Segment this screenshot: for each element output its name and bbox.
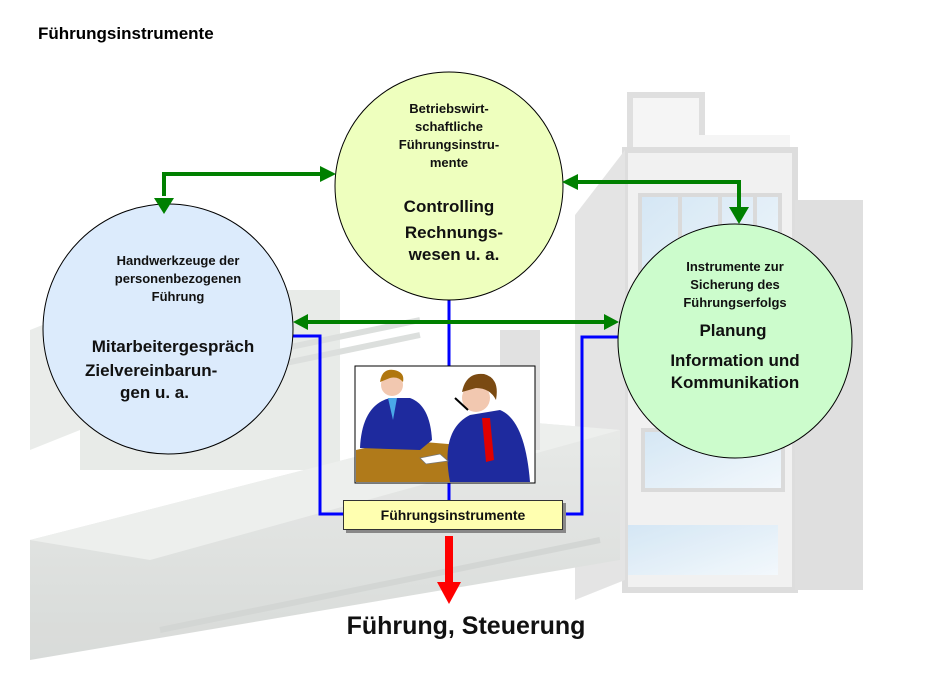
personal-heading-line: Handwerkzeuge der bbox=[116, 253, 240, 268]
circle-success-text: Instrumente zur Sicherung des Führungser… bbox=[630, 258, 840, 394]
arrowhead-down-left bbox=[154, 198, 174, 214]
success-heading-line: Sicherung des bbox=[690, 277, 780, 292]
business-heading-line: schaftliche bbox=[415, 119, 483, 134]
success-item-information: Information und bbox=[670, 351, 800, 370]
business-heading-line: mente bbox=[429, 155, 469, 170]
arrowhead-right-center bbox=[320, 166, 336, 182]
arrowhead-left-circle bbox=[293, 314, 308, 330]
success-heading-line: Führungserfolgs bbox=[683, 295, 787, 310]
personal-heading-line: personenbezogenen bbox=[114, 271, 242, 286]
connector-left-to-label bbox=[292, 334, 343, 516]
green-arrows bbox=[162, 172, 741, 324]
red-down-arrow bbox=[437, 536, 461, 604]
instruments-label-box: Führungsinstrumente bbox=[343, 500, 563, 530]
business-item-controlling: Controlling bbox=[403, 197, 495, 216]
result-label: Führung, Steuerung bbox=[346, 612, 586, 640]
personal-item-employee-talk: Mitarbeitergespräch bbox=[91, 337, 255, 356]
connector-right-to-label bbox=[561, 335, 619, 516]
business-item-accounting-cont: wesen u. a. bbox=[408, 245, 500, 264]
page-title: Führungsinstrumente bbox=[38, 24, 214, 43]
circle-success-instruments bbox=[617, 223, 853, 459]
personal-item-target-agreements: Zielvereinbarun- bbox=[85, 361, 218, 380]
business-heading-line: Führungsinstru- bbox=[398, 137, 500, 152]
success-heading-line: Instrumente zur bbox=[686, 259, 784, 274]
blue-connectors bbox=[292, 296, 619, 516]
personal-item-target-agreements-cont: gen u. a. bbox=[120, 383, 189, 402]
success-item-communication: Kommunikation bbox=[670, 373, 800, 392]
arrowhead-left-center bbox=[562, 174, 578, 190]
meeting-illustration bbox=[354, 365, 536, 484]
arrowhead-down-right bbox=[729, 207, 749, 224]
business-heading-line: Betriebswirt- bbox=[409, 101, 489, 116]
circle-business-text: Betriebswirt- schaftliche Führungsinstru… bbox=[349, 100, 549, 266]
arrow-center-right-line bbox=[576, 180, 741, 210]
arrow-left-center-line bbox=[162, 172, 322, 196]
circle-personal-text: Handwerkzeuge der personenbezogenen Führ… bbox=[58, 252, 288, 404]
success-item-planning: Planung bbox=[699, 321, 767, 340]
arrowhead-right-circle bbox=[604, 314, 619, 330]
circle-business-instruments bbox=[334, 71, 564, 301]
personal-heading-line: Führung bbox=[151, 289, 205, 304]
business-item-accounting: Rechnungs- bbox=[404, 223, 504, 242]
